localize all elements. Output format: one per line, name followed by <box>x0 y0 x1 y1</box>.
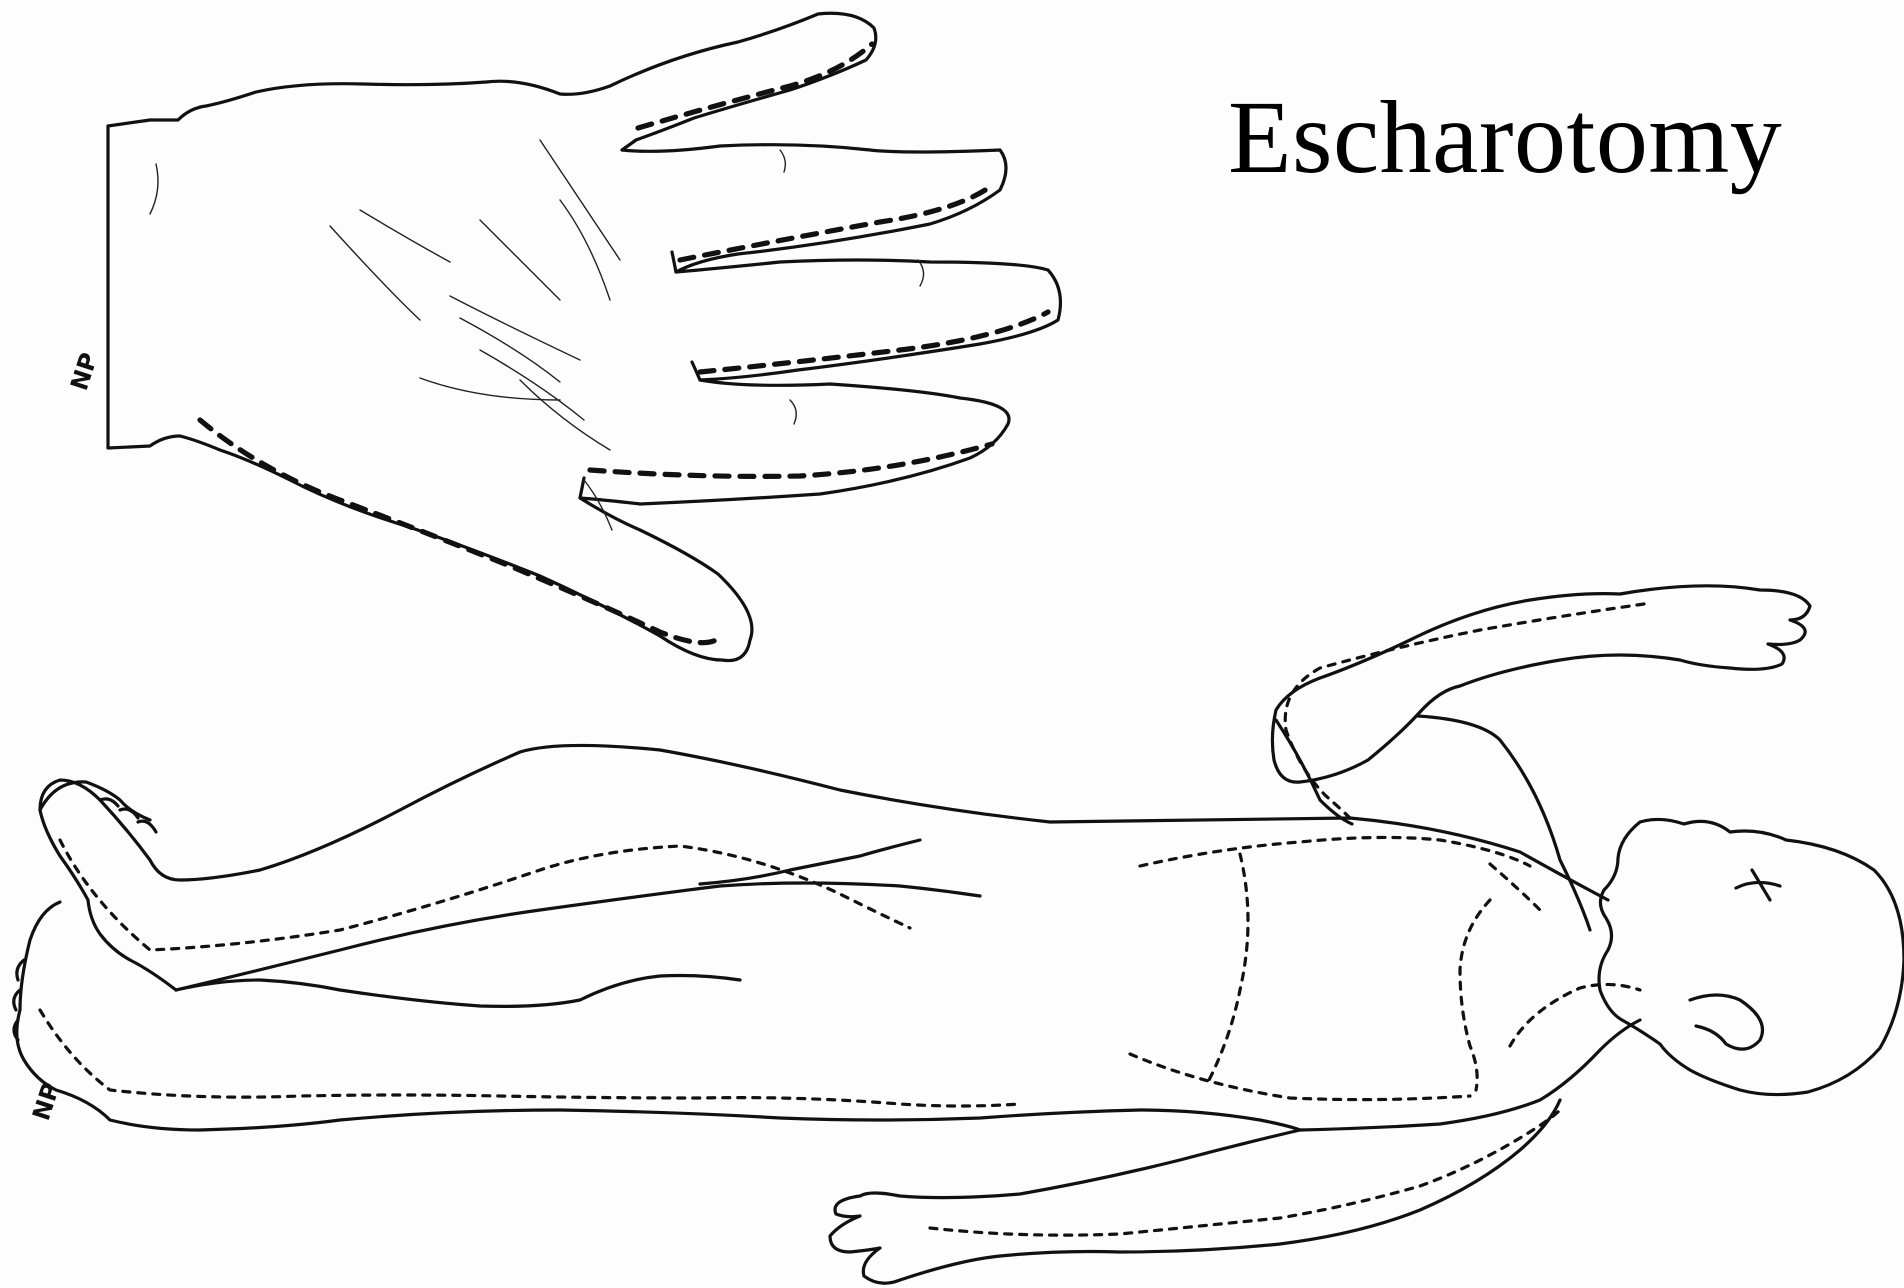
knee-line <box>700 840 920 884</box>
chest-incision-lower <box>1130 1054 1470 1100</box>
palm-crease <box>560 200 610 300</box>
finger-incision-index <box>638 44 872 128</box>
chest-incision-right <box>1206 854 1248 1086</box>
palm-crease <box>480 220 560 300</box>
finger-separation <box>672 252 676 272</box>
finger-crease <box>780 150 785 172</box>
eye-mark <box>1736 870 1780 900</box>
finger-incision-middle <box>680 184 994 260</box>
palm-crease <box>420 378 560 400</box>
lower-arm-incision <box>930 1110 1560 1235</box>
lower-leg-incision <box>40 1010 1020 1106</box>
palm-crease <box>520 380 610 450</box>
artist-initials-hand: NP <box>65 349 103 393</box>
finger-separation <box>622 140 636 150</box>
palm-crease <box>360 210 450 262</box>
lower-arm-outline <box>830 1100 1560 1283</box>
torso-lower-outline <box>1300 1020 1640 1130</box>
finger-separation <box>580 478 584 498</box>
body-drawing: NP <box>14 586 1904 1283</box>
chest-incision-upper <box>1140 837 1530 866</box>
upper-leg-incision <box>60 840 910 950</box>
raised-arm-outline <box>1272 586 1810 782</box>
toes-upper <box>100 799 156 832</box>
lower-leg-upper-edge <box>176 976 740 1007</box>
thumb-crease <box>584 480 612 530</box>
palm-crease <box>540 140 620 260</box>
head-outline <box>1599 819 1904 1094</box>
palm-crease <box>150 164 158 214</box>
lower-leg-outline <box>17 902 1300 1130</box>
raised-arm-incision <box>1285 604 1644 820</box>
finger-crease <box>790 400 796 424</box>
hand-drawing: NP <box>65 13 1060 660</box>
palm-crease <box>330 226 420 320</box>
ear <box>1690 995 1763 1049</box>
hand-ulnar-incision <box>200 420 716 643</box>
raised-arm-inner <box>1418 716 1590 930</box>
hand-outline <box>108 13 1060 660</box>
chest-incision-left <box>1460 900 1490 1090</box>
palm-crease <box>460 318 560 382</box>
finger-crease <box>918 260 924 286</box>
torso-legs-outline <box>40 745 1608 990</box>
artist-initials-body: NP <box>27 1079 65 1123</box>
